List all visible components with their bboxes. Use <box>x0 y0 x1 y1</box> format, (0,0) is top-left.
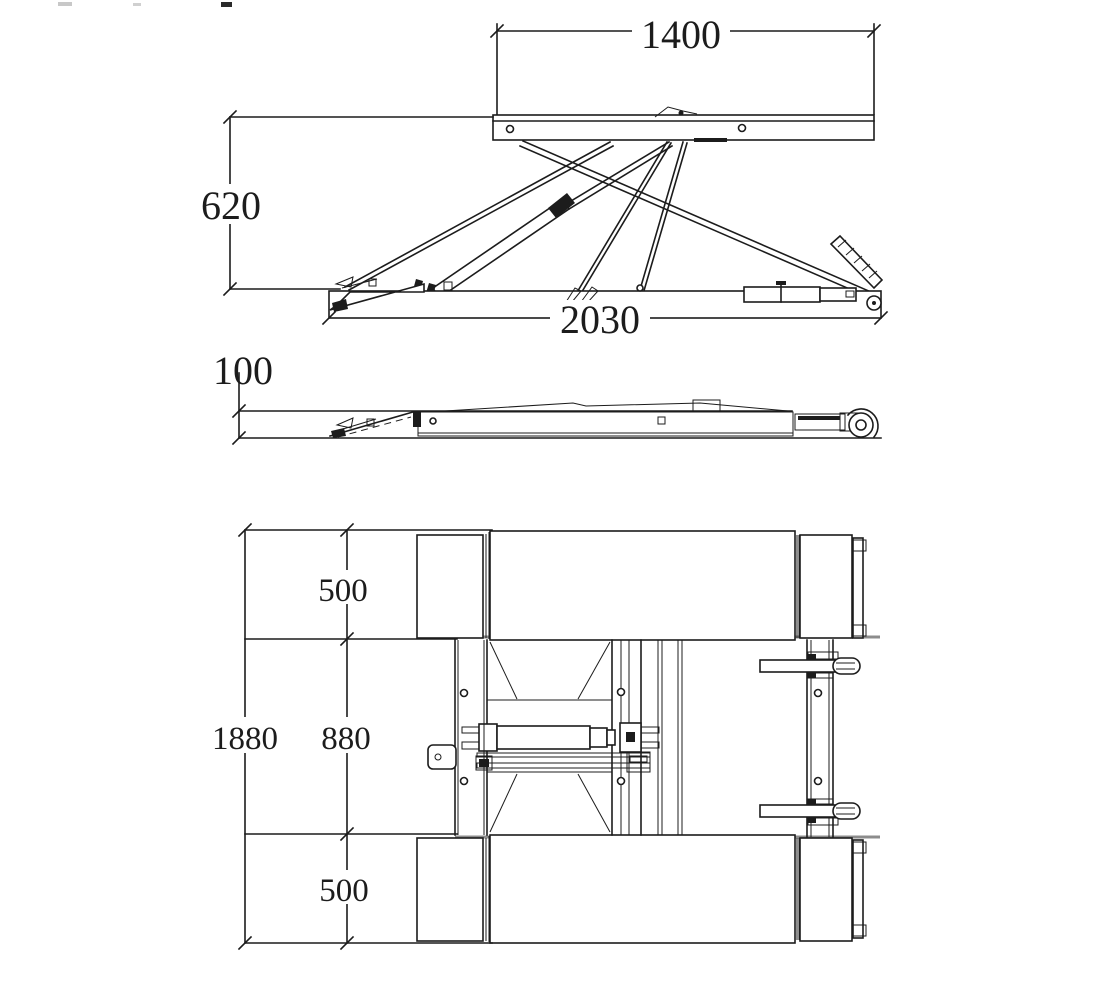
plan-side-tab <box>427 744 457 770</box>
side-view-raised: 1400 620 2030 <box>201 12 889 342</box>
lowered-left-ramp <box>329 411 414 438</box>
lowered-right-roller <box>794 408 879 439</box>
plan-view: 1880 500 880 500 <box>212 522 880 951</box>
plan-roller-arm-front <box>759 651 861 679</box>
rear-right-ramp-flap <box>799 837 853 942</box>
side-view-lowered: 100 <box>213 348 882 446</box>
dim-lowered-height-100: 100 <box>213 348 273 446</box>
scan-artifact-marks <box>58 2 232 7</box>
lowered-deck <box>238 399 882 439</box>
plan-rear-platform <box>416 834 867 944</box>
dim-base-length-2030: 2030 <box>321 297 889 342</box>
top-platform <box>492 106 875 142</box>
dim-platform-length-1400: 1400 <box>489 12 882 115</box>
folded-latch-plate <box>444 402 789 412</box>
base-left-ramp <box>329 276 425 312</box>
rear-left-ramp-block <box>416 837 484 942</box>
platform-latch <box>654 106 698 118</box>
dim-overall-width-1880: 1880 <box>212 522 278 951</box>
plan-cross-braces <box>459 641 823 833</box>
plan-roller-arm-rear <box>759 798 861 826</box>
dim-label-880: 880 <box>321 721 371 757</box>
dim-label-500-rear: 500 <box>319 873 369 909</box>
base-right-bracket-and-roller <box>743 234 884 311</box>
plan-hydraulic-cylinder <box>461 722 660 773</box>
scissor-arms <box>343 139 873 302</box>
dim-label-100: 100 <box>213 348 273 393</box>
lower-axle-bar <box>476 752 651 758</box>
dim-label-2030: 2030 <box>560 297 640 342</box>
hydraulic-cylinder <box>410 140 674 304</box>
front-left-ramp-block <box>416 534 484 639</box>
dim-raised-height-620: 620 <box>201 109 494 297</box>
dim-label-1400: 1400 <box>641 12 721 57</box>
dim-label-1880: 1880 <box>212 721 278 757</box>
dim-section-chain: 500 880 500 <box>244 522 493 951</box>
dim-label-620: 620 <box>201 183 261 228</box>
dim-label-500-front: 500 <box>318 573 368 609</box>
plan-front-platform <box>416 530 867 641</box>
lower-axle-bar <box>476 762 651 769</box>
front-right-ramp-flap <box>799 534 853 639</box>
